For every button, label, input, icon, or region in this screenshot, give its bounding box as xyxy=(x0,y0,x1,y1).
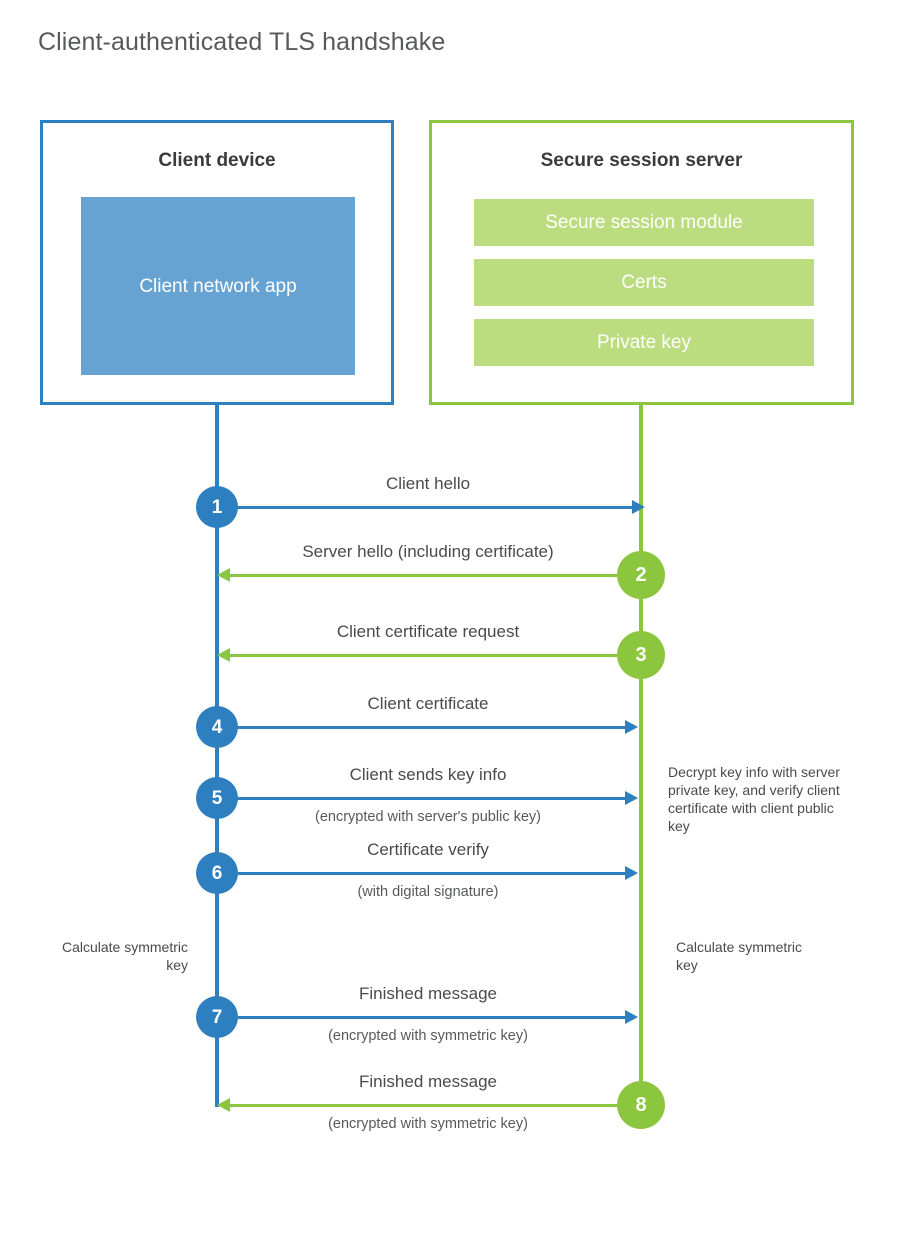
server-component-private-key: Private key xyxy=(474,319,814,366)
message-4-label: Client certificate xyxy=(367,694,489,713)
message-7-sublabel: (encrypted with symmetric key) xyxy=(328,1028,528,1044)
server-calculate-symmetric-key-note: Calculate symmetric key xyxy=(676,939,803,973)
server-component-list: Secure session module Certs Private key xyxy=(474,199,814,379)
message-3-line xyxy=(230,654,640,657)
client-network-app-block: Client network app xyxy=(81,197,355,375)
step-marker-8[interactable]: 8 xyxy=(617,1081,665,1129)
secure-session-server-box: Secure session server Secure session mod… xyxy=(429,120,854,405)
message-2-label: Server hello (including certificate) xyxy=(302,542,554,561)
client-calculate-symmetric-key-note: Calculate symmetric key xyxy=(61,939,188,973)
message-1-label: Client hello xyxy=(385,474,471,493)
message-5-sublabel: (encrypted with server's public key) xyxy=(315,809,541,825)
message-7-line xyxy=(217,1016,625,1019)
page-title: Client-authenticated TLS handshake xyxy=(38,28,446,56)
step-marker-5[interactable]: 5 xyxy=(196,777,238,819)
step-marker-2[interactable]: 2 xyxy=(617,551,665,599)
step-marker-6[interactable]: 6 xyxy=(196,852,238,894)
step-marker-7[interactable]: 7 xyxy=(196,996,238,1038)
step-marker-1[interactable]: 1 xyxy=(196,486,238,528)
message-8-arrowhead-left-icon xyxy=(217,1098,230,1112)
secure-session-server-title: Secure session server xyxy=(540,150,743,171)
message-3-arrowhead-left-icon xyxy=(217,648,230,662)
message-8-line xyxy=(230,1104,640,1107)
message-3-label: Client certificate request xyxy=(336,622,520,641)
message-4-line xyxy=(217,726,625,729)
message-6-label: Certificate verify xyxy=(367,840,489,859)
message-8-label: Finished message xyxy=(359,1072,497,1091)
message-6-arrowhead-right-icon xyxy=(625,866,638,880)
step-marker-4[interactable]: 4 xyxy=(196,706,238,748)
message-5-label: Client sends key info xyxy=(349,765,507,784)
message-5-line xyxy=(217,797,625,800)
server-decrypt-note: Decrypt key info with server private key… xyxy=(668,764,840,834)
message-1-line xyxy=(217,506,632,509)
step-marker-3[interactable]: 3 xyxy=(617,631,665,679)
server-component-secure-session-module: Secure session module xyxy=(474,199,814,246)
message-1-arrowhead-right-icon xyxy=(632,500,645,514)
client-device-box: Client device Client network app xyxy=(40,120,394,405)
client-device-title: Client device xyxy=(158,150,276,171)
message-5-arrowhead-right-icon xyxy=(625,791,638,805)
client-lifeline xyxy=(215,403,219,1107)
server-component-certs: Certs xyxy=(474,259,814,306)
message-4-arrowhead-right-icon xyxy=(625,720,638,734)
message-7-arrowhead-right-icon xyxy=(625,1010,638,1024)
message-6-line xyxy=(217,872,625,875)
server-lifeline xyxy=(639,403,643,1107)
message-8-sublabel: (encrypted with symmetric key) xyxy=(328,1116,528,1132)
message-2-line xyxy=(230,574,640,577)
message-2-arrowhead-left-icon xyxy=(217,568,230,582)
message-7-label: Finished message xyxy=(359,984,497,1003)
message-6-sublabel: (with digital signature) xyxy=(357,884,499,900)
